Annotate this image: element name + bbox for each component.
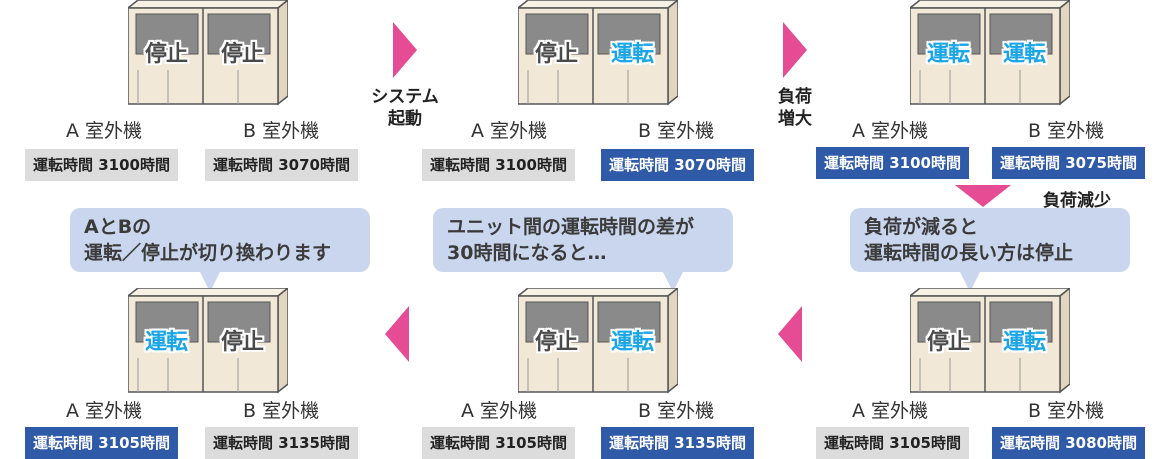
unit-b-label: B 室外機: [638, 400, 715, 422]
outdoor-unit-pair: 停止 運転: [518, 0, 678, 106]
unit-b-hours: 運転時間 3075時間: [992, 147, 1145, 179]
unit-a-hours: 運転時間 3100時間: [25, 149, 178, 181]
unit-a-label: A 室外機: [66, 400, 143, 422]
unit-a-hours: 運転時間 3105時間: [816, 427, 969, 459]
unit-a-label: A 室外機: [852, 120, 929, 142]
unit-b-hours: 運転時間 3080時間: [992, 427, 1145, 459]
arrow-label-start: システム 起動: [371, 87, 439, 129]
unit-b-status: 停止: [220, 42, 264, 67]
speech-bubble: ユニット間の運転時間の差が 30時間になると…: [433, 208, 733, 272]
panel-step-5: ユニット間の運転時間の差が 30時間になると… 停止 運転 A 室外機 B 室外機…: [395, 208, 754, 459]
panel-step-2: 停止 運転 A 室外機 B 室外機 運転時間 3100時間 運転時間 3070時間: [395, 0, 754, 210]
unit-b-hours: 運転時間 3135時間: [601, 427, 754, 459]
outdoor-unit-illustration: [518, 288, 678, 394]
unit-a-status: 停止: [534, 330, 578, 355]
outdoor-unit-illustration: [910, 0, 1070, 106]
unit-a-label: A 室外機: [852, 400, 929, 422]
panel-step-4: 負荷が減ると 運転時間の長い方は停止 停止 運転 A 室外機 B 室外機 運転時間…: [790, 208, 1145, 459]
unit-b-hours: 運転時間 3135時間: [205, 427, 358, 459]
unit-b-hours: 運転時間 3070時間: [205, 149, 358, 181]
outdoor-unit-pair: 停止 運転: [518, 288, 678, 394]
unit-b-status: 運転: [610, 330, 654, 355]
unit-b-label: B 室外機: [243, 400, 320, 422]
bubble-tail: [200, 272, 220, 292]
unit-a-hours: 運転時間 3105時間: [25, 427, 178, 459]
speech-bubble: AとBの 運転／停止が切り換わります: [70, 208, 370, 272]
speech-bubble: 負荷が減ると 運転時間の長い方は停止: [850, 208, 1130, 272]
unit-a-status: 停止: [926, 330, 970, 355]
unit-b-label: B 室外機: [243, 120, 320, 142]
unit-a-status: 運転: [926, 42, 970, 67]
panel-step-3: 運転 運転 A 室外機 B 室外機 運転時間 3100時間 運転時間 3075時間: [790, 0, 1145, 210]
unit-a-status: 運転: [144, 330, 188, 355]
bubble-tail: [960, 272, 980, 292]
left-arrow-icon: [385, 306, 409, 362]
unit-a-label: A 室外機: [471, 120, 548, 142]
unit-a-label: A 室外機: [461, 400, 538, 422]
outdoor-unit-illustration: [128, 288, 288, 394]
left-arrow-icon: [778, 306, 802, 362]
outdoor-unit-illustration: [518, 0, 678, 106]
unit-b-status: 運転: [1002, 330, 1046, 355]
unit-b-status: 運転: [610, 42, 654, 67]
unit-a-hours: 運転時間 3105時間: [422, 427, 575, 459]
right-arrow-icon: [393, 22, 417, 78]
outdoor-unit-illustration: [128, 0, 288, 106]
panel-step-6: AとBの 運転／停止が切り換わります 運転 停止 A 室外機 B 室外機 運転時間…: [0, 208, 370, 459]
right-arrow-icon: [783, 22, 807, 78]
unit-b-label: B 室外機: [1028, 120, 1105, 142]
outdoor-unit-pair: 停止 停止: [128, 0, 288, 106]
down-arrow-icon: [955, 185, 1011, 207]
unit-a-status: 停止: [534, 42, 578, 67]
unit-b-label: B 室外機: [638, 120, 715, 142]
unit-b-label: B 室外機: [1028, 400, 1105, 422]
unit-b-status: 運転: [1002, 42, 1046, 67]
arrow-label-load-decrease: 負荷減少: [1043, 191, 1111, 211]
outdoor-unit-illustration: [910, 288, 1070, 394]
unit-b-hours: 運転時間 3070時間: [601, 149, 754, 181]
bubble-tail: [663, 272, 683, 292]
outdoor-unit-pair: 運転 停止: [128, 288, 288, 394]
unit-a-hours: 運転時間 3100時間: [816, 147, 969, 179]
arrow-label-load-increase: 負荷 増大: [778, 87, 812, 129]
panel-step-1: 停止 停止 A 室外機 B 室外機 運転時間 3100時間 運転時間 3070時間: [0, 0, 358, 210]
outdoor-unit-pair: 停止 運転: [910, 288, 1070, 394]
unit-a-label: A 室外機: [66, 120, 143, 142]
unit-a-status: 停止: [144, 42, 188, 67]
outdoor-unit-pair: 運転 運転: [910, 0, 1070, 106]
unit-b-status: 停止: [220, 330, 264, 355]
unit-a-hours: 運転時間 3100時間: [422, 149, 575, 181]
